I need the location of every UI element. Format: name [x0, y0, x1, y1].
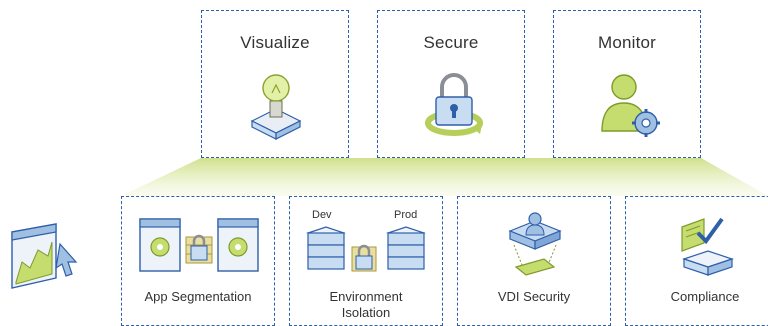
secure-title: Secure	[423, 33, 479, 52]
app-firewall-icon	[139, 218, 259, 272]
prod-label: Prod	[394, 209, 418, 221]
visualize-title: Visualize	[240, 33, 310, 52]
environment-isolation-panel: Dev Prod Environment Isolation	[289, 196, 443, 326]
compliance-label: Compliance	[670, 289, 740, 304]
compliance-panel: Compliance	[625, 196, 768, 326]
environment-isolation-label-line2: Isolation	[341, 305, 391, 320]
browser-chart-icon	[11, 223, 78, 289]
vdi-user-icon	[508, 212, 562, 276]
environment-isolation-label-line1: Environment	[329, 289, 403, 304]
app-segmentation-label: App Segmentation	[144, 289, 252, 304]
padlock-refresh-icon	[425, 73, 483, 136]
server-stack-lock-icon	[306, 226, 426, 272]
visualize-panel: Visualize	[201, 10, 349, 158]
dev-label: Dev	[312, 209, 332, 221]
user-gear-icon	[601, 74, 660, 137]
app-segmentation-panel: App Segmentation	[121, 196, 275, 326]
vdi-security-label: VDI Security	[497, 289, 571, 304]
monitor-title: Monitor	[597, 33, 657, 52]
checklist-server-icon	[681, 217, 734, 276]
lightbulb-icon	[250, 74, 302, 140]
secure-panel: Secure	[377, 10, 525, 158]
vdi-security-panel: VDI Security	[457, 196, 611, 326]
monitor-panel: Monitor	[553, 10, 701, 158]
